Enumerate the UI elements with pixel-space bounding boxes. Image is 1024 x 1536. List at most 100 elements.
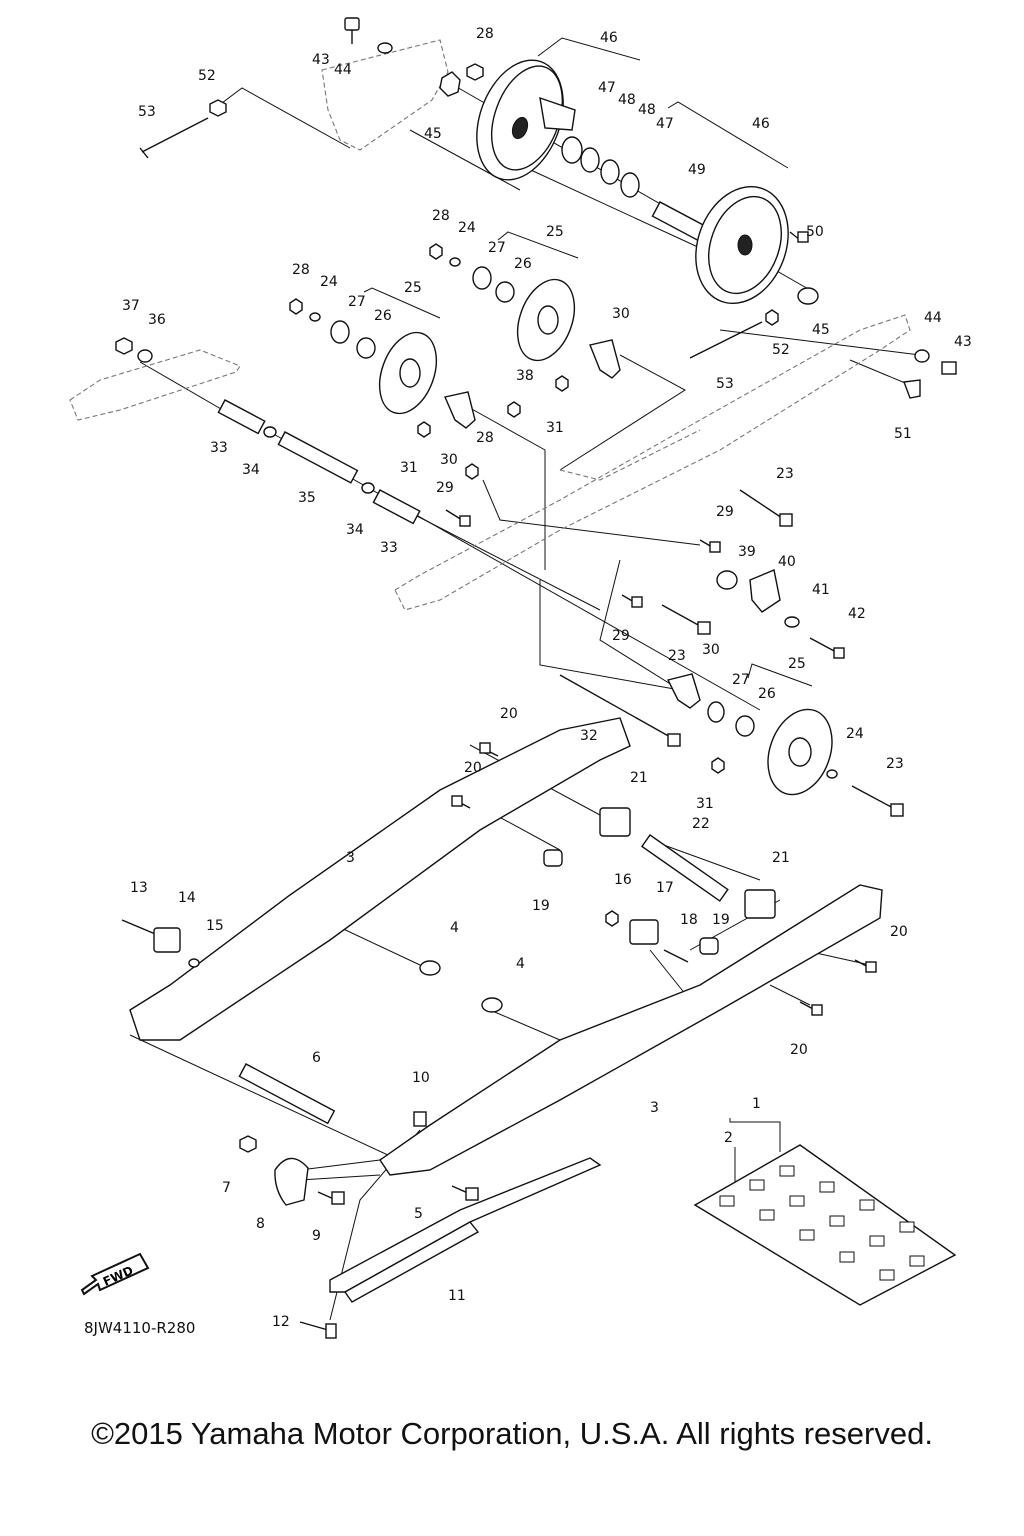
part-label: 38	[516, 368, 534, 384]
part-label: 52	[198, 68, 216, 84]
part-label: 28	[476, 430, 494, 446]
copyright-notice: ©2015 Yamaha Motor Corporation, U.S.A. A…	[91, 1416, 933, 1451]
middle-bolts	[445, 489, 845, 747]
part-label: 30	[702, 642, 720, 658]
part-label: 40	[778, 554, 796, 570]
part-label: 13	[130, 880, 148, 896]
part-label: 31	[696, 796, 714, 812]
part-label: 47	[598, 80, 616, 96]
bearings-upper	[561, 136, 640, 198]
forward-direction-icon: FWD	[80, 1252, 150, 1296]
part-label: 16	[614, 872, 632, 888]
part-label: 34	[242, 462, 260, 478]
part-label: 47	[656, 116, 674, 132]
part-label: 15	[206, 918, 224, 934]
part-label: 17	[656, 880, 674, 896]
part-label: 25	[546, 224, 564, 240]
part-label: 1	[752, 1096, 761, 1112]
part-label: 20	[890, 924, 908, 940]
part-label: 51	[894, 426, 912, 442]
part-label: 21	[772, 850, 790, 866]
part-label: 8	[256, 1216, 265, 1232]
part-label: 37	[122, 298, 140, 314]
part-label: 3	[346, 850, 355, 866]
part-label: 27	[488, 240, 506, 256]
part-label: 44	[334, 62, 352, 78]
part-label: 7	[222, 1180, 231, 1196]
part-label: 20	[464, 760, 482, 776]
part-label: 39	[738, 544, 756, 560]
part-label: 9	[312, 1228, 321, 1244]
part-label: 34	[346, 522, 364, 538]
part-label: 2	[724, 1130, 733, 1146]
frame-reference-outlines	[69, 39, 911, 611]
part-label: 23	[776, 466, 794, 482]
part-label: 36	[148, 312, 166, 328]
part-label: 27	[732, 672, 750, 688]
part-label: 4	[516, 956, 525, 972]
part-label: 53	[138, 104, 156, 120]
part-label: 46	[600, 30, 618, 46]
part-label: 29	[436, 480, 454, 496]
part-label: 20	[790, 1042, 808, 1058]
leader-lines	[129, 37, 921, 1321]
part-label: 28	[432, 208, 450, 224]
part-label: 53	[716, 376, 734, 392]
part-label: 29	[612, 628, 630, 644]
part-label: 46	[752, 116, 770, 132]
lower-frame-rails	[121, 717, 883, 1176]
part-number-labels: 43 44 52 53 45 28 46 47 48 48 47 46 49 5…	[122, 26, 972, 1330]
part-label: 27	[348, 294, 366, 310]
part-label: 28	[292, 262, 310, 278]
cross-shafts	[217, 399, 421, 525]
part-label: 25	[788, 656, 806, 672]
part-label: 49	[688, 162, 706, 178]
rear-axle-assembly	[238, 1063, 479, 1206]
part-label: 45	[424, 126, 442, 142]
part-label: 21	[630, 770, 648, 786]
part-label: 26	[514, 256, 532, 272]
part-label: 26	[374, 308, 392, 324]
right-frame-hardware	[689, 309, 957, 399]
part-label: 33	[380, 540, 398, 556]
part-label: 48	[618, 92, 636, 108]
part-label: 28	[476, 26, 494, 42]
part-label: 12	[272, 1314, 290, 1330]
part-label: 31	[546, 420, 564, 436]
left-nut-washer	[115, 337, 153, 363]
part-label: 33	[210, 440, 228, 456]
part-label: 25	[404, 280, 422, 296]
part-label: 31	[400, 460, 418, 476]
part-label: 5	[414, 1206, 423, 1222]
part-label: 10	[412, 1070, 430, 1086]
part-label: 50	[806, 224, 824, 240]
part-label: 14	[178, 890, 196, 906]
part-label: 30	[612, 306, 630, 322]
part-label: 24	[320, 274, 338, 290]
part-label: 44	[924, 310, 942, 326]
part-label: 24	[846, 726, 864, 742]
diagram-reference-code: 8JW4110-R280	[84, 1319, 196, 1337]
axle-brackets-30	[444, 339, 701, 709]
part-label: 6	[312, 1050, 321, 1066]
part-label: 18	[680, 912, 698, 928]
part-label: 11	[448, 1288, 466, 1304]
slider-rail	[299, 1157, 602, 1339]
part-label: 45	[812, 322, 830, 338]
track-belt	[693, 1144, 957, 1306]
drive-axle-and-wheel-right	[651, 185, 819, 305]
part-label: 22	[692, 816, 710, 832]
part-label: 29	[716, 504, 734, 520]
idler-wheel-lower	[707, 701, 904, 817]
part-label: 43	[312, 52, 330, 68]
part-label: 19	[712, 912, 730, 928]
part-label: 42	[848, 606, 866, 622]
part-label: 26	[758, 686, 776, 702]
part-label: 20	[500, 706, 518, 722]
part-label: 52	[772, 342, 790, 358]
part-label: 24	[458, 220, 476, 236]
part-label: 35	[298, 490, 316, 506]
part-label: 3	[650, 1100, 659, 1116]
drive-wheel-left	[476, 59, 576, 181]
part-label: 23	[668, 648, 686, 664]
